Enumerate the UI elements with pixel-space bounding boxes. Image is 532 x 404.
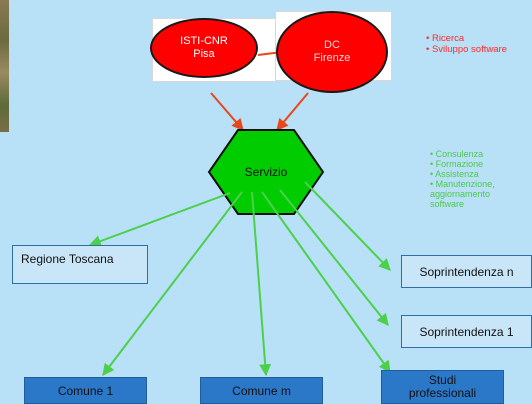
box-studi-professionali: Studi professionali (381, 370, 504, 404)
arrow-to-soprintendenza-n (304, 181, 391, 271)
note-consulenza: • Consulenza (430, 149, 484, 159)
arrow-to-comune-m (251, 191, 272, 377)
arrow-to-studi (261, 191, 391, 373)
dc-name: DC (324, 39, 340, 51)
note-ricerca: • Ricerca (426, 33, 465, 44)
comune-m-label: Comune m (232, 383, 291, 398)
arrow-dc-to-servizio (276, 92, 309, 131)
studi-label-line1: Studi (428, 373, 457, 387)
arrow-to-regione (88, 192, 231, 247)
box-comune-1: Comune 1 (24, 377, 147, 404)
soprintendenza-1-label: Soprintendenza 1 (419, 324, 514, 339)
arrow-to-comune-1 (102, 191, 243, 376)
box-comune-m: Comune m (200, 377, 323, 404)
isti-city: Pisa (193, 48, 215, 60)
arrow-isti-to-servizio (210, 92, 244, 131)
box-soprintendenza-1: Soprintendenza 1 (401, 315, 532, 348)
notes-research: • Ricerca • Sviluppo software (426, 33, 507, 55)
notes-services: • Consulenza • Formazione • Assistenza •… (430, 149, 495, 209)
note-formazione: • Formazione (430, 159, 484, 169)
photo-strip (0, 0, 9, 132)
note-assistenza: • Assistenza (430, 169, 479, 179)
studi-label-line2: professionali (408, 386, 477, 400)
arrow-to-soprintendenza-1 (279, 189, 389, 326)
note-sviluppo: • Sviluppo software (426, 44, 507, 55)
box-soprintendenza-n: Soprintendenza n (401, 255, 532, 288)
note-aggiornamento: aggiornamento (430, 189, 491, 199)
servizio-hexagon (207, 129, 325, 215)
node-dc-firenze: DC Firenze (276, 11, 388, 93)
note-software: software (430, 199, 465, 209)
node-isti-cnr: ISTI-CNR Pisa (150, 18, 258, 78)
isti-name: ISTI-CNR (180, 35, 228, 47)
soprintendenza-n-label: Soprintendenza n (419, 264, 514, 279)
regione-label: Regione Toscana (21, 252, 114, 266)
servizio-label: Servizio (244, 165, 288, 179)
note-manutenzione: • Manutenzione, (430, 179, 495, 189)
comune-1-label: Comune 1 (57, 383, 114, 398)
dc-city: Firenze (313, 52, 351, 64)
box-regione-toscana: Regione Toscana (12, 245, 148, 284)
